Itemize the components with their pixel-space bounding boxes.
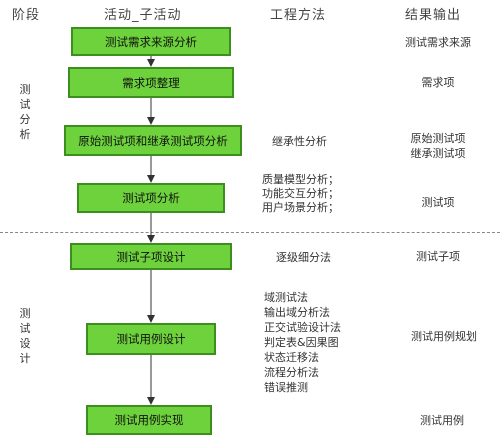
activity-label: 原始测试项和继承测试项分析	[78, 133, 228, 148]
method-item: 功能交互分析；	[262, 187, 339, 200]
phase-char: 分	[19, 113, 31, 126]
phase-char: 设	[19, 337, 31, 350]
output-test-subitem: 测试子项	[416, 250, 460, 263]
activity-label: 测试用例设计	[116, 332, 186, 346]
method-item: 判定表&因果图	[264, 336, 339, 349]
output-case-plan: 测试用例规划	[411, 330, 477, 343]
method-item: 域测试法	[264, 291, 308, 304]
activity-box: 测试用例实现	[86, 405, 212, 435]
activity-label: 测试用例实现	[114, 413, 184, 427]
header-method: 工程方法	[270, 8, 327, 23]
phase-char: 试	[19, 322, 31, 335]
output-req-source: 测试需求来源	[405, 36, 471, 49]
method-item: 质量模型分析；	[262, 173, 339, 186]
phase-label-analysis: 测 试 分 析	[18, 82, 32, 142]
output-test-case: 测试用例	[420, 414, 464, 427]
activity-box: 测试用例设计	[86, 323, 216, 355]
activity-box: 测试需求来源分析	[71, 27, 231, 56]
activity-box: 测试项分析	[77, 183, 225, 213]
phase-char: 计	[19, 352, 31, 365]
method-design-list: 域测试法 输出域分析法 正交试验设计法 判定表&因果图 状态迁移法 流程分析法 …	[264, 290, 341, 395]
activity-box: 测试子项设计	[70, 243, 232, 270]
activity-label: 需求项整理	[122, 75, 180, 90]
method-inherit: 继承性分析	[272, 135, 327, 148]
phase-label-design: 测 试 设 计	[18, 306, 32, 366]
method-item: 流程分析法	[264, 366, 319, 379]
method-item: 用户场景分析；	[262, 201, 339, 214]
activity-label: 测试项分析	[122, 191, 180, 205]
header-activity: 活动_子活动	[104, 8, 182, 23]
method-item: 输出域分析法	[264, 306, 330, 319]
activity-label: 测试需求来源分析	[105, 34, 197, 49]
method-item: 状态迁移法	[264, 351, 319, 364]
activity-box: 原始测试项和继承测试项分析	[64, 125, 242, 156]
method-analysis-list: 质量模型分析； 功能交互分析； 用户场景分析；	[262, 173, 339, 215]
phase-char: 测	[19, 307, 31, 320]
header-phase: 阶段	[12, 8, 41, 23]
output-orig-inherit: 原始测试项 继承测试项	[388, 131, 488, 161]
method-item: 错误推测	[264, 381, 308, 394]
output-line: 原始测试项	[410, 132, 466, 145]
phase-divider	[0, 232, 500, 233]
method-stepwise: 逐级细分法	[276, 251, 331, 264]
activity-box: 需求项整理	[68, 67, 234, 98]
method-item: 正交试验设计法	[264, 321, 341, 334]
output-test-item: 测试项	[421, 196, 455, 209]
header-output: 结果输出	[405, 8, 462, 23]
phase-char: 析	[19, 128, 31, 141]
phase-char: 测	[19, 83, 31, 96]
output-line: 继承测试项	[410, 147, 466, 160]
output-req-item: 需求项	[421, 76, 455, 89]
activity-label: 测试子项设计	[116, 249, 186, 264]
phase-char: 试	[19, 98, 31, 111]
